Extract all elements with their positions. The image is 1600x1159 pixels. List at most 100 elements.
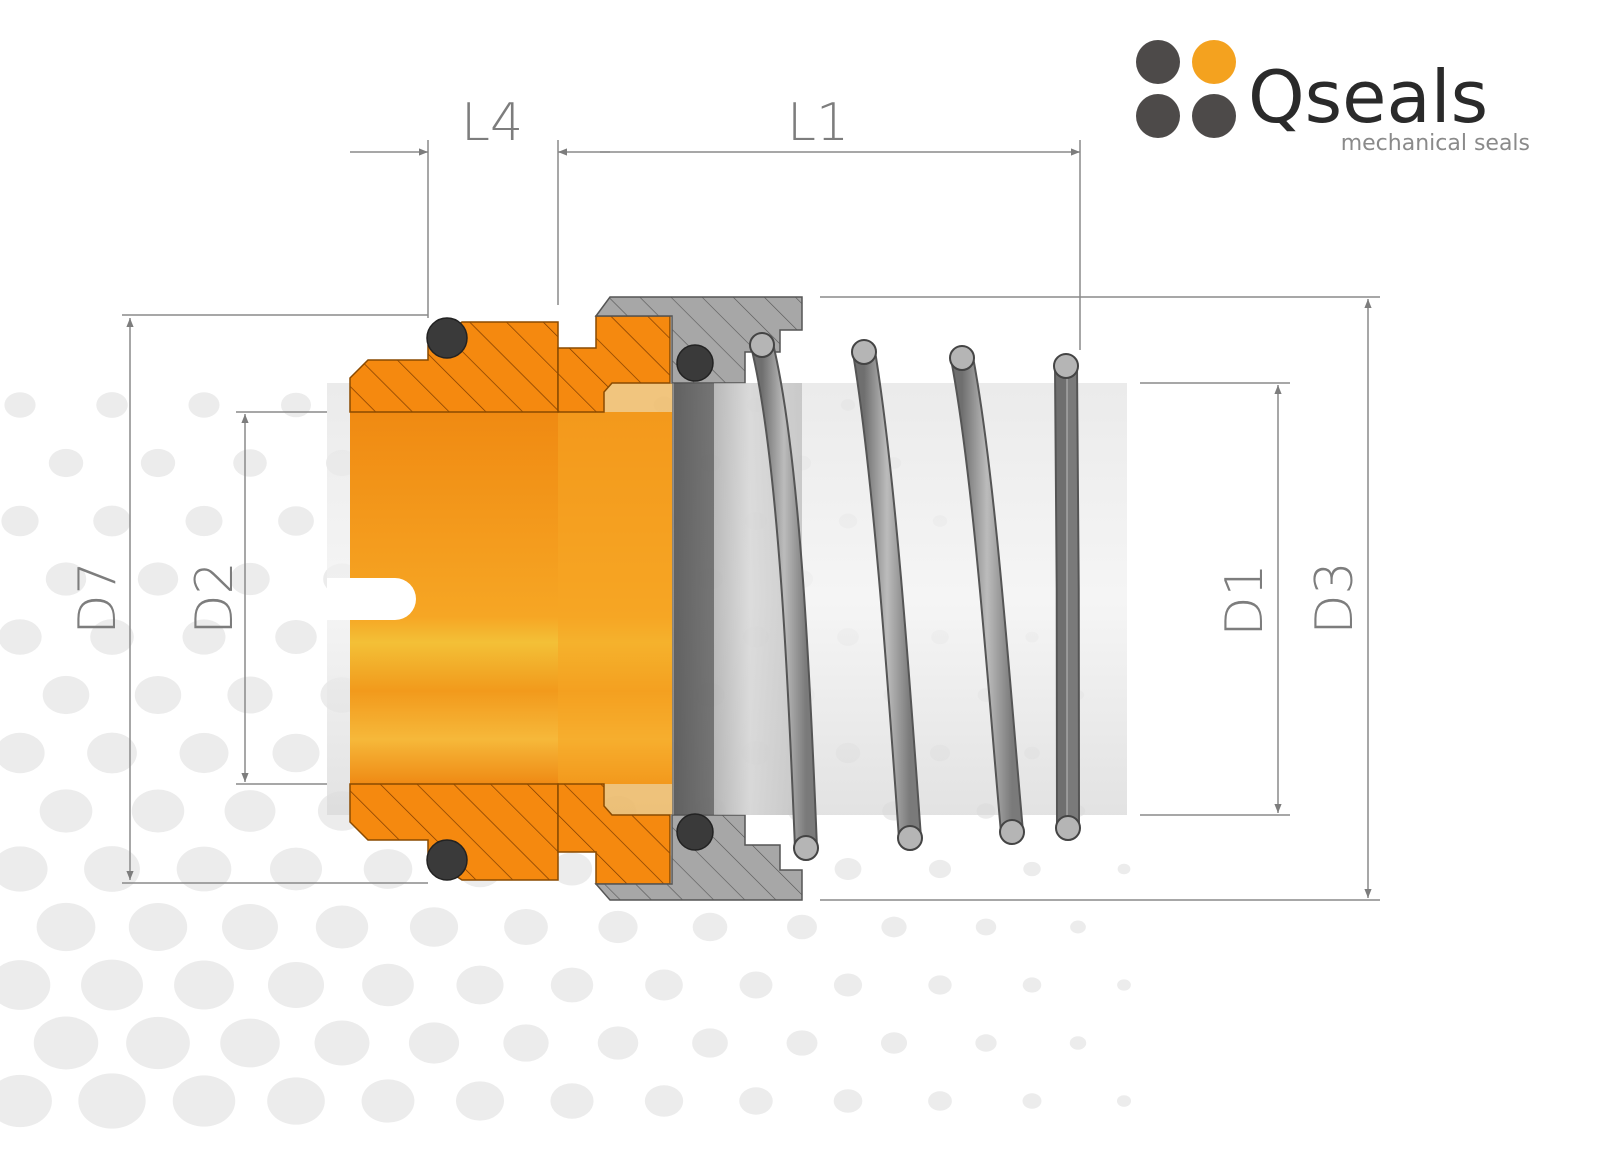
background-dot <box>692 1028 728 1058</box>
background-dot <box>222 904 278 950</box>
background-dot <box>233 449 267 477</box>
background-dot <box>314 1020 370 1066</box>
background-dot <box>278 506 314 536</box>
background-dot <box>0 1074 52 1128</box>
background-dot <box>87 732 137 774</box>
background-dot <box>126 1016 190 1070</box>
background-dot <box>172 1075 236 1127</box>
o-ring-bottom-outer <box>426 839 468 881</box>
logo-dot-1 <box>1136 40 1180 84</box>
background-dot <box>39 789 93 833</box>
dim-label-d2: D2 <box>185 561 245 634</box>
background-dot <box>182 619 226 655</box>
background-dot <box>1117 979 1131 991</box>
background-dot <box>644 1085 684 1117</box>
background-dot <box>833 973 863 997</box>
background-dot <box>174 960 234 1010</box>
background-dot <box>928 859 952 879</box>
background-dot <box>48 448 84 478</box>
background-dot <box>272 733 320 773</box>
background-dot <box>281 392 311 418</box>
background-dot <box>551 852 593 886</box>
background-dot <box>1022 977 1042 993</box>
background-dot <box>45 562 87 596</box>
background-dot <box>833 1089 863 1113</box>
seal-body-overlay <box>558 383 673 815</box>
logo-dot-2 <box>1192 40 1236 84</box>
background-dot <box>267 962 325 1008</box>
background-dot <box>361 1079 415 1123</box>
background-dot <box>504 909 548 945</box>
logo-tagline: mechanical seals <box>1341 131 1530 156</box>
background-dot <box>93 505 131 537</box>
background-dot <box>179 732 229 774</box>
background-dot <box>1116 1095 1132 1107</box>
background-dot <box>834 858 862 880</box>
background-dot <box>0 732 45 774</box>
background-dot <box>269 847 323 891</box>
background-dot <box>408 1022 460 1064</box>
background-dot <box>1117 863 1131 875</box>
dim-label-l1: L1 <box>787 93 849 153</box>
background-dot <box>185 505 223 537</box>
background-dot <box>456 965 504 1005</box>
background-dot <box>220 1018 280 1068</box>
background-dot <box>0 960 51 1010</box>
background-dot <box>597 1026 639 1060</box>
background-dot <box>1022 1093 1042 1109</box>
background-dot <box>230 562 270 596</box>
background-dot <box>692 912 728 942</box>
dimension-lines <box>122 140 1380 901</box>
background-dot <box>550 967 594 1003</box>
background-dot <box>134 675 182 715</box>
seat-ring-top-section <box>557 315 671 413</box>
dim-label-l4: L4 <box>461 93 523 153</box>
background-dot <box>267 1077 325 1125</box>
dim-label-d3: D3 <box>1305 561 1365 634</box>
background-dot <box>96 392 128 418</box>
background-dot <box>1069 1036 1087 1050</box>
o-ring-bottom-inner <box>676 813 714 851</box>
background-dot <box>188 392 220 418</box>
background-dot <box>739 971 773 999</box>
background-dot <box>176 846 232 892</box>
background-dot <box>81 959 143 1011</box>
background-dot <box>550 1083 594 1119</box>
background-dot <box>456 1081 504 1121</box>
background-dot <box>1 505 39 537</box>
dim-label-d1: D1 <box>1215 563 1275 636</box>
background-dot <box>928 1091 952 1111</box>
o-ring-top-inner <box>676 344 714 382</box>
background-dot <box>84 846 140 892</box>
background-dot <box>227 676 273 714</box>
o-ring-top-outer <box>426 317 468 359</box>
drive-slot <box>327 578 416 620</box>
background-dot <box>645 969 683 1001</box>
background-dot <box>131 789 185 833</box>
background-dot <box>0 619 42 655</box>
retainer-drum-dark-band <box>674 383 714 815</box>
background-dot <box>975 1034 997 1052</box>
logo-dot-4 <box>1192 94 1236 138</box>
background-dot <box>786 1030 818 1056</box>
background-dot <box>90 619 134 655</box>
background-dot <box>78 1073 146 1129</box>
logo-dot-3 <box>1136 94 1180 138</box>
background-dot <box>0 846 48 892</box>
background-dot <box>787 914 817 940</box>
o-rings <box>426 317 714 881</box>
background-dot <box>409 907 459 947</box>
background-dot <box>928 975 952 995</box>
retainer-bottom-section <box>594 814 803 901</box>
background-dot <box>36 902 96 952</box>
background-dot <box>275 619 317 655</box>
seat-ring-bottom-section <box>557 783 671 885</box>
background-dot <box>362 963 414 1007</box>
background-dot <box>975 918 997 936</box>
background-dot <box>33 1016 99 1070</box>
retainer-top-section <box>594 296 803 384</box>
seal-ring-top-section <box>349 321 559 413</box>
background-dot <box>224 790 276 832</box>
background-dot <box>137 562 179 596</box>
